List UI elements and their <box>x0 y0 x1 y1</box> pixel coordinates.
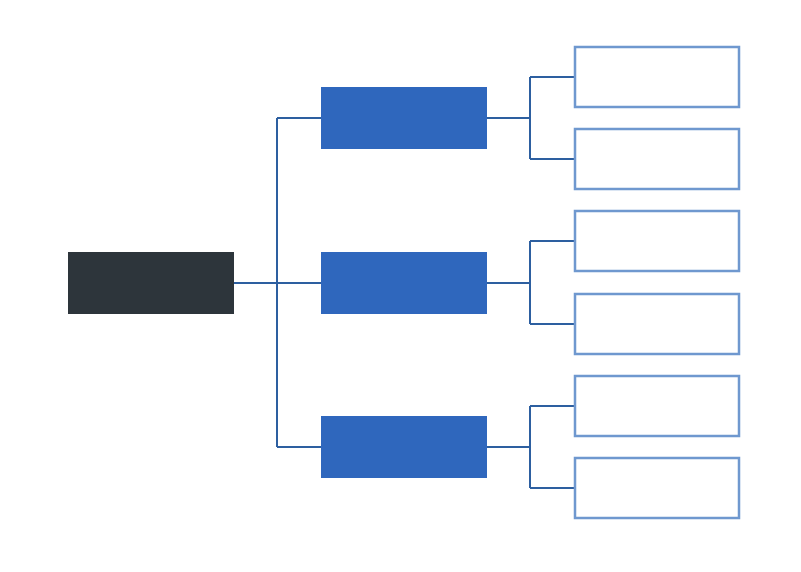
branch-node-2 <box>321 252 487 314</box>
leaf-node-3-1 <box>573 374 741 438</box>
root-node <box>68 252 234 314</box>
leaf-node-1-2 <box>573 127 741 191</box>
branch-connectors <box>487 76 574 489</box>
branch-node-3 <box>321 416 487 478</box>
root-connectors <box>234 117 321 448</box>
leaf-node-2-2 <box>573 292 741 356</box>
branch-node-1 <box>321 87 487 149</box>
leaf-node-2-1 <box>573 209 741 273</box>
leaf-node-1-1 <box>573 45 741 109</box>
leaf-node-3-2 <box>573 456 741 520</box>
